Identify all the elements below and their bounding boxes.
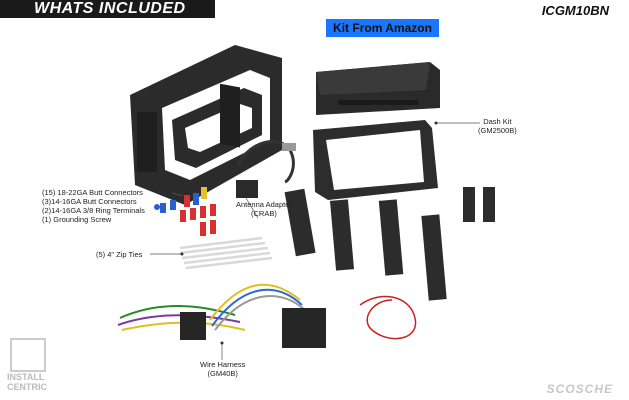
double-din-bracket	[130, 45, 282, 205]
header-banner: WHATS INCLUDED	[0, 0, 215, 18]
connectors-label: (15) 18-22GA Butt Connectors (3)14-16GA …	[42, 188, 145, 224]
red-wire-loop	[359, 295, 417, 340]
antenna-adapter	[236, 140, 296, 198]
install-centric-logo-icon	[10, 338, 46, 372]
antenna-label: Antenna Adapter (CRAB)	[236, 200, 292, 218]
dash-trim-panel	[313, 120, 438, 200]
connector-bag	[154, 187, 216, 236]
callout-lines	[150, 122, 480, 360]
scosche-logo: SCOSCHE	[546, 382, 613, 396]
storage-pocket	[316, 62, 440, 115]
dash-kit-label: Dash Kit (GM2500B)	[478, 117, 517, 135]
page-title: WHATS INCLUDED	[34, 0, 186, 17]
zip-ties	[179, 236, 273, 270]
source-badge: Kit From Amazon	[326, 19, 439, 37]
side-brackets	[284, 187, 495, 301]
install-centric-logo-text: INSTALL CENTRIC	[7, 372, 47, 392]
wire-harness	[117, 283, 326, 348]
zip-ties-label: (5) 4" Zip Ties	[96, 250, 143, 259]
model-number: ICGM10BN	[541, 3, 609, 18]
harness-label: Wire Harness (GM40B)	[200, 360, 246, 378]
